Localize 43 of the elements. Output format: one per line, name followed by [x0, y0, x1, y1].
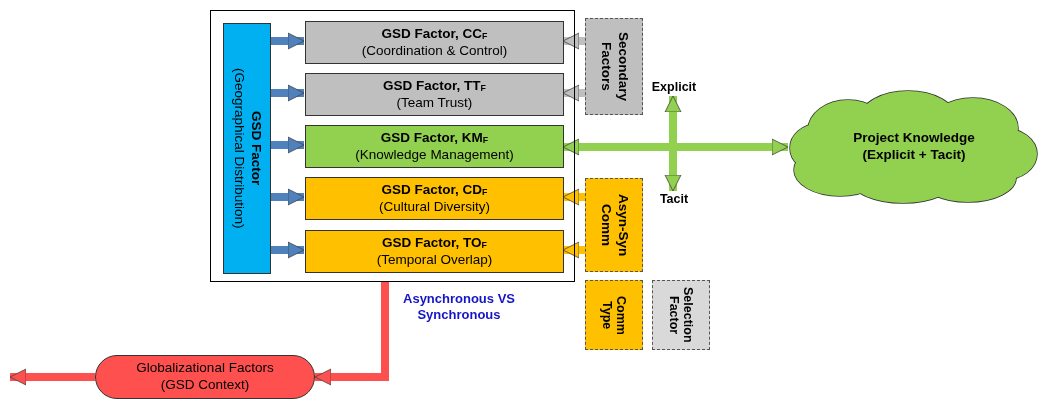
- node-subtitle: (Geographical Distribution): [231, 68, 247, 229]
- node-subtitle: (Knowledge Management): [355, 146, 514, 164]
- node-heading: Asyn-Syn Comm: [598, 192, 631, 259]
- process-box: [305, 73, 564, 116]
- arrow: [270, 84, 305, 102]
- arrow: [270, 32, 305, 50]
- arrow: [664, 95, 682, 192]
- arrow: [562, 84, 585, 102]
- arrow: [562, 138, 789, 156]
- process-box: [305, 21, 564, 64]
- node-heading: Project Knowledge (Explicit + Tacit): [852, 130, 976, 164]
- node-subtitle: (Cultural Diversity): [379, 198, 490, 216]
- arrow: [270, 241, 305, 259]
- arrow: [270, 136, 305, 154]
- arrow: [562, 188, 585, 206]
- process-box: [305, 125, 564, 168]
- arrow: [270, 188, 305, 206]
- arrow: [562, 241, 585, 259]
- node-subtitle: (Coordination & Control): [361, 42, 508, 60]
- process-box: [305, 177, 564, 220]
- process-box: [223, 23, 271, 274]
- arrow: [9, 368, 95, 386]
- legend-label: Selection Factor: [667, 286, 695, 345]
- node-heading: Globalizational Factors (GSD Context): [135, 360, 275, 394]
- container-box: [210, 10, 575, 282]
- node-subtitle: (Temporal Overlap): [376, 251, 493, 269]
- node-heading: Tacit: [659, 191, 689, 208]
- node-subtitle: (Team Trust): [396, 94, 473, 112]
- node-heading: GSD Factor, TO$_{F}$: [382, 234, 487, 252]
- node-heading: Explicit: [651, 79, 697, 96]
- rounded-box: [95, 355, 315, 399]
- dashed-box: [585, 18, 643, 115]
- node-heading: GSD Factor: [247, 111, 264, 186]
- dashed-box: [585, 178, 643, 272]
- legend-label: Comm Type: [600, 294, 628, 337]
- node-heading: GSD Factor, TT$_{F}$: [383, 77, 486, 95]
- node-heading: GSD Factor, CD$_{F}$: [381, 181, 488, 199]
- node-heading: GSD Factor, CC$_{F}$: [381, 25, 488, 43]
- arrow: [562, 32, 585, 50]
- node-heading: Secondary Factors: [598, 31, 631, 103]
- process-box: [305, 230, 564, 273]
- edge-label: Asynchronous VS Synchronous: [400, 291, 518, 324]
- node-heading: GSD Factor, KM$_{F}$: [380, 129, 489, 147]
